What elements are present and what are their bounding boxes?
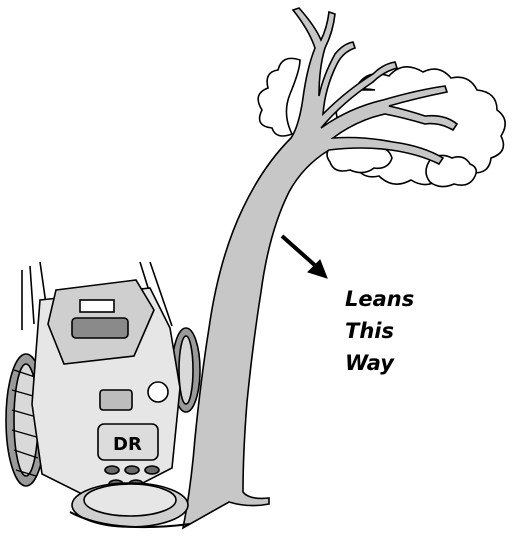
brand-badge: DR (113, 434, 142, 455)
lean-arrow (282, 236, 327, 278)
annotation-line-2: This (345, 315, 414, 347)
annotation-line-3: Way (345, 347, 414, 379)
annotation-caption: Leans This Way (345, 283, 414, 379)
trimmer-machine (6, 262, 200, 527)
annotation-line-1: Leans (345, 283, 414, 315)
